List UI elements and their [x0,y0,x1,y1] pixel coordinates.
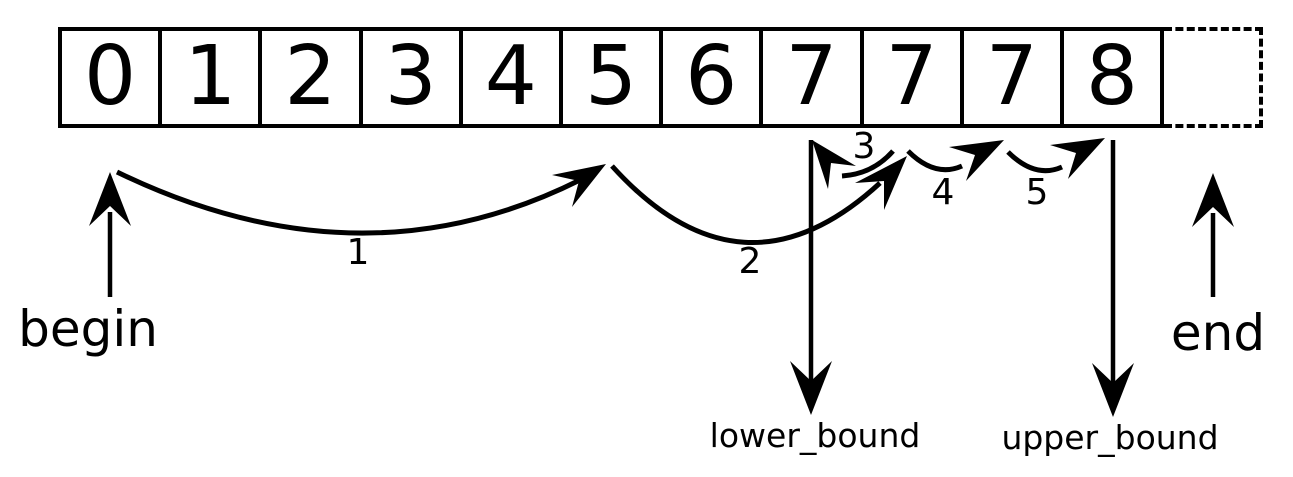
array-cell-4: 4 [463,31,563,124]
step-3-arrow-head-icon [812,140,856,189]
array-cell-0: 0 [62,31,163,124]
step-5-curve [1006,150,1064,174]
step-4-curve [906,149,964,173]
array-cell-10: 8 [1085,28,1139,124]
array-cell-8: 7 [864,31,964,124]
step-4-arrow-head-icon [949,140,1004,181]
step-4-number: 4 [931,172,955,213]
array-cell-5: 5 [563,31,664,124]
begin-label: begin [18,300,158,358]
step-1-curve [115,169,582,236]
end-label: end [1170,304,1266,362]
step-5-number: 5 [1025,172,1049,213]
upper-bound-label: upper_bound [1001,418,1219,457]
lower-bound-label: lower_bound [709,416,921,455]
array-container: 0 1 2 3 4 5 6 7 7 7 8 [58,27,1164,128]
step-1-number: 1 [346,232,370,273]
array-cell-1: 1 [162,31,263,124]
array-cell-7: 7 [763,31,864,124]
step-2-curve [610,164,882,246]
array-cell-6: 6 [663,31,764,124]
array-cell-2: 2 [262,31,363,124]
array-cell-3: 3 [363,31,463,124]
end-arrow-head-icon [1192,173,1234,227]
step-2-number: 2 [738,241,762,282]
lower-bound-arrow-head-icon [790,361,832,415]
upper-bound-arrow-head-icon [1092,363,1134,417]
step-5-arrow-head-icon [1050,138,1105,179]
begin-arrow-head-icon [89,172,131,226]
step-2-arrow-head-icon [855,156,907,210]
past-the-end-cell [1164,27,1263,128]
step-1-arrow-head-icon [552,164,606,207]
step-3-curve [841,149,895,179]
step-3-number: 3 [852,126,876,167]
array-cell-9: 7 [964,31,1064,124]
